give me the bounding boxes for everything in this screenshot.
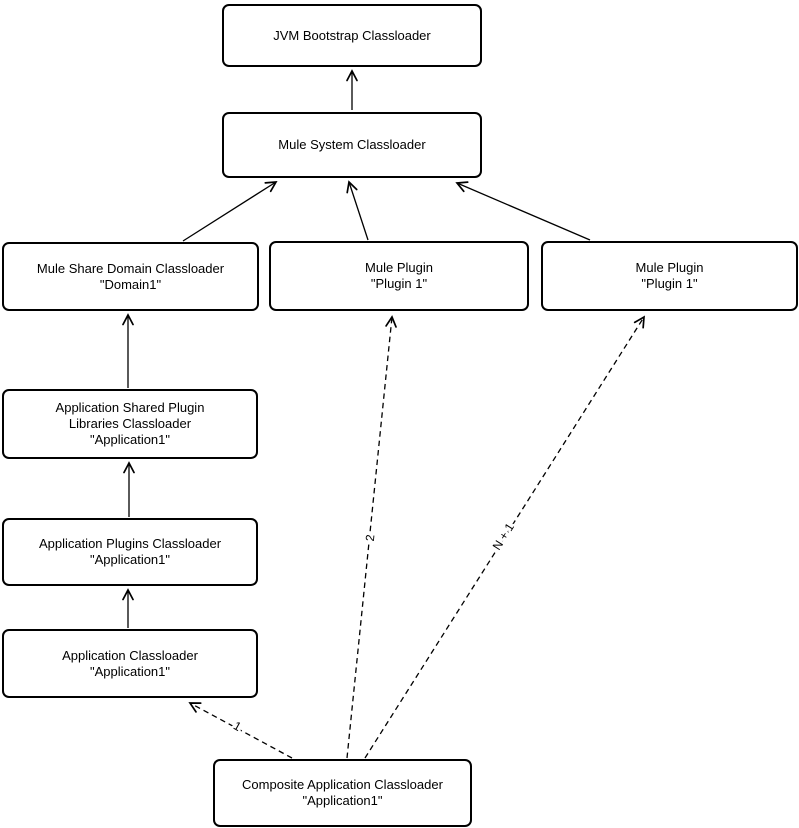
edge-composite-app-to-mule-plugin-2 [364,315,645,759]
edge-composite-app-to-app-classloader [188,702,293,759]
edge-mule-plugin-2-to-mule-system [455,181,591,241]
edge-composite-app-to-mule-plugin-1 [346,315,397,759]
edge-mule-plugin-1-to-mule-system [346,180,369,241]
edge-mule-share-domain-to-mule-system [182,181,278,242]
edge-label-composite-app-to-app-classloader: 1 [231,719,244,735]
edge-label-composite-app-to-mule-plugin-1: 2 [363,534,378,542]
